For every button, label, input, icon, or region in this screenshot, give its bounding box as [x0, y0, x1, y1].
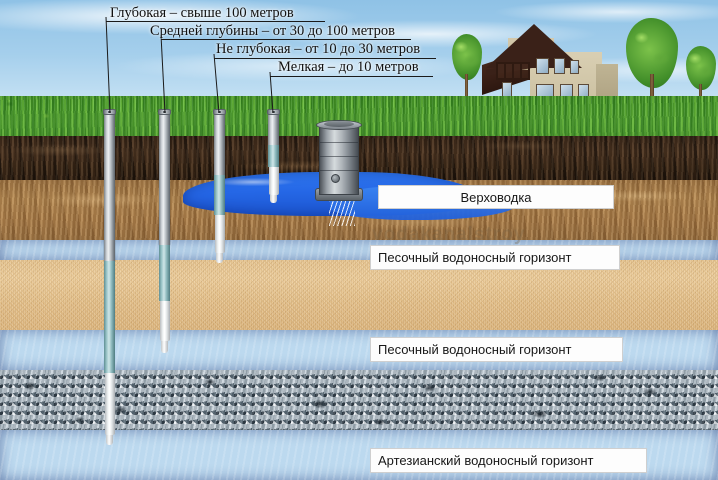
tree-left: [452, 34, 482, 106]
grass-layer: [0, 96, 718, 136]
stratum-sand-aquifer: [0, 260, 718, 330]
well-cistern: [315, 118, 363, 226]
pipe-medium[interactable]: [158, 109, 171, 353]
tree-right-big: [626, 18, 678, 120]
layer-name-sand-1: Песочный водоносный горизонт: [370, 245, 620, 270]
layer-name-perched: Верховодка: [378, 185, 614, 209]
layer-name-artesian: Артезианский водоносный горизонт: [370, 448, 647, 473]
label-medium-underline: [161, 39, 411, 40]
label-very-shallow-well: Мелкая – до 10 метров: [278, 59, 419, 75]
pipe-deep[interactable]: [103, 109, 116, 445]
label-deep-underline: [106, 21, 325, 22]
stratum-granite-bedrock: [0, 370, 718, 430]
label-deep-well: Глубокая – свыше 100 метров: [110, 5, 294, 21]
layer-name-sand-2: Песочный водоносный горизонт: [370, 337, 623, 362]
label-shallow-underline: [214, 58, 436, 59]
label-shallow-well: Не глубокая – от 10 до 30 метров: [216, 41, 421, 57]
label-very-shallow-underline: [270, 76, 433, 77]
pipe-very-shallow[interactable]: [267, 109, 280, 203]
pipe-shallow[interactable]: [213, 109, 226, 263]
label-medium-well: Средней глубины – от 30 до 100 метров: [150, 23, 396, 39]
watermark: vodakanalstroy: [372, 224, 526, 245]
